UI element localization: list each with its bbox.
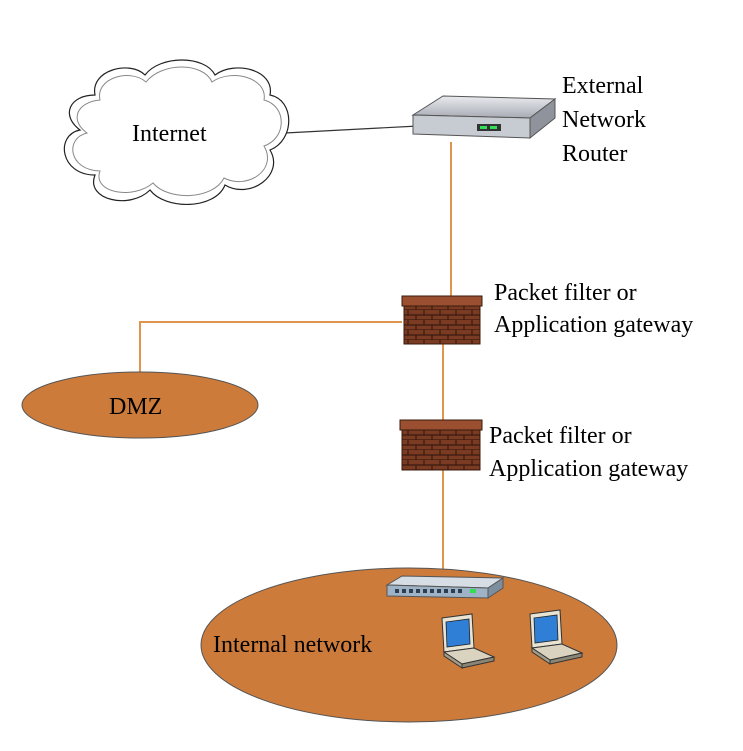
firewall-inner-label-line: Packet filter or [489,423,632,449]
internet-router-link [284,125,419,134]
firewall-inner-icon [399,419,483,471]
links [139,125,452,578]
firewall-inner-label-line: Application gateway [489,456,689,482]
router-label-line: Network [562,107,646,133]
dmz-zone [21,371,259,439]
dmz-label: DMZ [109,394,163,420]
internal-network-label: Internal network [213,632,373,658]
laptop-icon [529,609,584,665]
internal-network-zone [200,567,618,723]
firewall-outer-label-line: Application gateway [494,312,694,338]
internet-label: Internet [132,121,207,147]
switch-icon [385,575,505,599]
router-icon [411,95,557,140]
router-label-line: Router [562,141,628,167]
firewall-outer-label-line: Packet filter or [494,280,637,306]
firewall-outer-icon [401,295,483,345]
laptop-icon [441,613,496,669]
internet-cloud [63,59,290,206]
firewall-dmz-link [139,321,402,378]
router-label-line: External [562,73,644,99]
